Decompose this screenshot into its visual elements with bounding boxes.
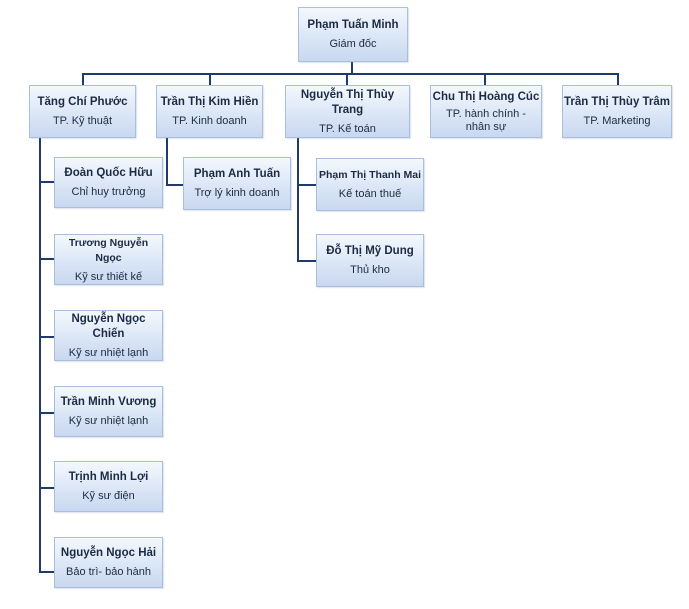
accounting-staff-title: Thủ kho bbox=[350, 264, 390, 276]
technical-staff-title: Chỉ huy trưởng bbox=[71, 186, 146, 198]
technical-staff-name: Trịnh Minh Lợi bbox=[68, 471, 149, 483]
manager-accounting-title: TP. Kế toán bbox=[319, 122, 376, 135]
accounting-staff-name: Phạm Thị Thanh Mai bbox=[318, 169, 422, 181]
technical-staff-title: Kỹ sư thiết kế bbox=[74, 270, 143, 283]
connector-technical-4 bbox=[39, 412, 54, 414]
technical-staff-name: Nguyễn Ngọc Chiến bbox=[71, 312, 146, 340]
connector-accounting-1 bbox=[297, 184, 316, 186]
manager-marketing-title: TP. Marketing bbox=[583, 115, 651, 127]
technical-staff-name: Trương Nguyễn Ngọc bbox=[68, 236, 149, 264]
connector-manager-2 bbox=[209, 73, 211, 85]
technical-staff-name: Đoàn Quốc Hữu bbox=[64, 167, 153, 179]
accounting-staff-name: Đỗ Thị Mỹ Dung bbox=[326, 245, 414, 257]
technical-staff-title: Bảo trì- bảo hành bbox=[65, 566, 151, 578]
manager-marketing-name: Trần Thị Thùy Trâm bbox=[563, 96, 671, 108]
accounting-staff-2-box[interactable]: Đỗ Thị Mỹ Dung Thủ kho bbox=[316, 234, 424, 287]
ceo-name: Phạm Tuấn Minh bbox=[307, 19, 399, 31]
ceo-box[interactable]: Phạm Tuấn Minh Giám đốc bbox=[298, 7, 408, 62]
technical-staff-6-box[interactable]: Nguyễn Ngọc Hải Bảo trì- bảo hành bbox=[54, 537, 163, 588]
connector-accounting-2 bbox=[297, 260, 316, 262]
connector-technical-2 bbox=[39, 258, 54, 260]
connector-technical-1 bbox=[39, 181, 54, 183]
connector-ceo-down bbox=[351, 61, 353, 74]
connector-manager-3 bbox=[346, 73, 348, 85]
connector-accounting-vertical bbox=[297, 137, 299, 261]
technical-staff-name: Nguyễn Ngọc Hải bbox=[60, 547, 157, 559]
connector-manager-4 bbox=[484, 73, 486, 85]
manager-hr-title: TP. hành chính - nhân sự bbox=[446, 107, 526, 133]
accounting-staff-1-box[interactable]: Phạm Thị Thanh Mai Kế toán thuế bbox=[316, 158, 424, 211]
technical-staff-title: Kỹ sư nhiệt lạnh bbox=[68, 346, 149, 359]
connector-technical-vertical bbox=[39, 138, 41, 572]
manager-sales-box[interactable]: Trần Thị Kim Hiền TP. Kinh doanh bbox=[156, 85, 263, 138]
manager-technical-box[interactable]: Tăng Chí Phước TP. Kỹ thuật bbox=[29, 85, 136, 138]
manager-hr-name: Chu Thị Hoàng Cúc bbox=[432, 90, 540, 103]
connector-manager-bus bbox=[82, 73, 618, 75]
connector-technical-6 bbox=[39, 571, 54, 573]
connector-technical-3 bbox=[39, 336, 54, 338]
ceo-title: Giám đốc bbox=[329, 38, 377, 50]
technical-staff-title: Kỹ sư điện bbox=[82, 490, 135, 502]
manager-marketing-box[interactable]: Trần Thị Thùy Trâm TP. Marketing bbox=[562, 85, 672, 138]
technical-staff-3-box[interactable]: Nguyễn Ngọc Chiến Kỹ sư nhiệt lạnh bbox=[54, 310, 163, 361]
connector-manager-5 bbox=[617, 73, 619, 85]
connector-sales-1 bbox=[166, 184, 183, 186]
connector-sales-vertical bbox=[166, 137, 168, 185]
manager-hr-box[interactable]: Chu Thị Hoàng Cúc TP. hành chính - nhân … bbox=[430, 85, 542, 138]
connector-manager-1 bbox=[82, 73, 84, 85]
technical-staff-2-box[interactable]: Trương Nguyễn Ngọc Kỹ sư thiết kế bbox=[54, 234, 163, 285]
technical-staff-title: Kỹ sư nhiệt lạnh bbox=[68, 415, 149, 427]
technical-staff-name: Trần Minh Vương bbox=[60, 396, 157, 408]
technical-staff-5-box[interactable]: Trịnh Minh Lợi Kỹ sư điện bbox=[54, 461, 163, 512]
accounting-staff-title: Kế toán thuế bbox=[338, 188, 402, 200]
manager-sales-title: TP. Kinh doanh bbox=[172, 115, 247, 127]
manager-technical-title: TP. Kỹ thuật bbox=[52, 115, 113, 127]
sales-staff-title: Trợ lý kinh doanh bbox=[194, 187, 280, 199]
manager-technical-name: Tăng Chí Phước bbox=[37, 96, 128, 108]
manager-sales-name: Trần Thị Kim Hiền bbox=[160, 96, 259, 108]
manager-accounting-name: Nguyễn Thị Thùy Trang bbox=[300, 88, 395, 116]
manager-accounting-box[interactable]: Nguyễn Thị Thùy Trang TP. Kế toán bbox=[285, 85, 410, 138]
technical-staff-4-box[interactable]: Trần Minh Vương Kỹ sư nhiệt lạnh bbox=[54, 386, 163, 437]
sales-staff-1-box[interactable]: Phạm Anh Tuấn Trợ lý kinh doanh bbox=[183, 157, 291, 210]
connector-technical-5 bbox=[39, 487, 54, 489]
sales-staff-name: Phạm Anh Tuấn bbox=[193, 168, 281, 180]
technical-staff-1-box[interactable]: Đoàn Quốc Hữu Chỉ huy trưởng bbox=[54, 157, 163, 208]
